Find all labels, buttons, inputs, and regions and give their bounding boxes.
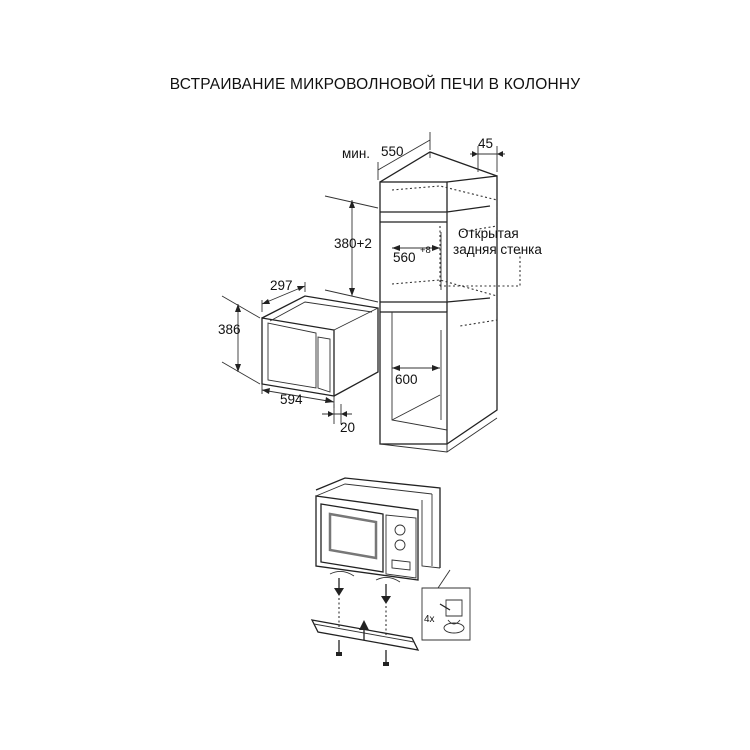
install-window (328, 512, 378, 560)
dimension-min-prefix: мин. (342, 146, 370, 161)
open-back-note-line2: задняя стенка (453, 242, 542, 257)
install-display (391, 559, 411, 571)
dimension-oven-width: 594 (261, 384, 335, 408)
dimension-panel-label: 45 (478, 136, 493, 151)
dimension-oven-depth-label: 297 (270, 278, 293, 293)
dimension-niche-height: 380+2 (324, 195, 379, 303)
bottom-screw-right (383, 650, 389, 666)
dimension-panel: 45 (470, 136, 505, 172)
install-inset: 4x (421, 569, 471, 641)
dimension-niche-width-tol: +8 (420, 245, 431, 256)
dimension-oven-height: 386 (218, 295, 261, 385)
open-back-dotted-bottom (391, 279, 498, 327)
installation-illustration: 4x (310, 477, 471, 666)
dimension-frame: 20 (322, 404, 355, 435)
dimension-niche-width-base: 560 (393, 250, 416, 265)
column-cabinet (379, 151, 521, 453)
install-door (320, 503, 384, 573)
microwave-body (261, 295, 379, 397)
dimension-niche-height-label: 380+2 (334, 236, 372, 251)
dimension-column-width: 600 (392, 365, 440, 387)
column-plinth (379, 417, 498, 453)
open-back-leader (440, 252, 521, 287)
dimension-depth-label: 550 (381, 144, 404, 159)
dimension-oven-depth: 297 (261, 278, 306, 312)
dimension-frame-label: 20 (340, 420, 355, 435)
screw-left (329, 571, 355, 596)
microwave-control-panel (317, 336, 331, 393)
column-side-panel (446, 175, 498, 445)
niche-bottom-shelf (380, 297, 491, 303)
install-microwave-front (315, 495, 419, 581)
install-niche-outline (315, 477, 441, 568)
column-front-face (379, 181, 448, 445)
microwave-unit (261, 295, 379, 397)
dimension-oven-height-label: 386 (218, 322, 241, 337)
install-knob-upper[interactable] (394, 524, 406, 536)
niche-top-shelf (380, 205, 491, 213)
install-knob-lower[interactable] (394, 539, 406, 551)
open-back-note: Открытая задняя стенка (453, 226, 542, 257)
install-qty-label: 4x (424, 614, 435, 625)
dimension-niche-width: 560 +8 (392, 245, 440, 265)
install-control-panel (385, 514, 417, 579)
bottom-screw-left (336, 640, 342, 656)
open-back-note-line1: Открытая (458, 226, 519, 241)
dimension-oven-width-label: 594 (280, 392, 303, 407)
dimension-depth: мин. 550 (342, 132, 431, 180)
dimension-column-width-label: 600 (395, 372, 418, 387)
screw-right (375, 577, 401, 604)
open-back-dotted-top (391, 185, 498, 233)
page-title: ВСТРАИВАНИЕ МИКРОВОЛНОВОЙ ПЕЧИ В КОЛОННУ (169, 76, 581, 93)
microwave-door (267, 322, 317, 389)
install-bracket (310, 619, 420, 651)
